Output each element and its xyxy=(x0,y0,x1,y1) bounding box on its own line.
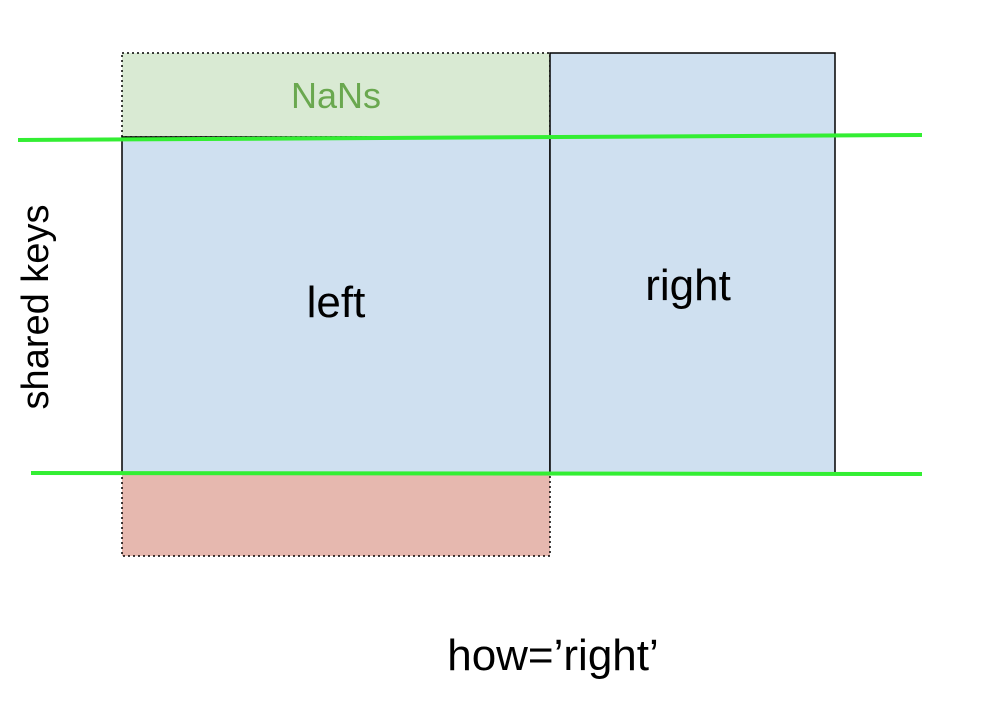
shared-keys-bottom-line xyxy=(30,471,923,476)
right-label: right xyxy=(645,261,731,310)
caption: how=’right’ xyxy=(447,631,659,680)
left-label: left xyxy=(307,278,366,327)
shared-keys-top-line xyxy=(17,133,923,142)
nans-region xyxy=(121,52,551,138)
dropped-rows-region xyxy=(121,473,551,557)
shared-keys-label: shared keys xyxy=(15,205,57,410)
nans-label: NaNs xyxy=(291,75,381,116)
left-table xyxy=(121,136,551,475)
